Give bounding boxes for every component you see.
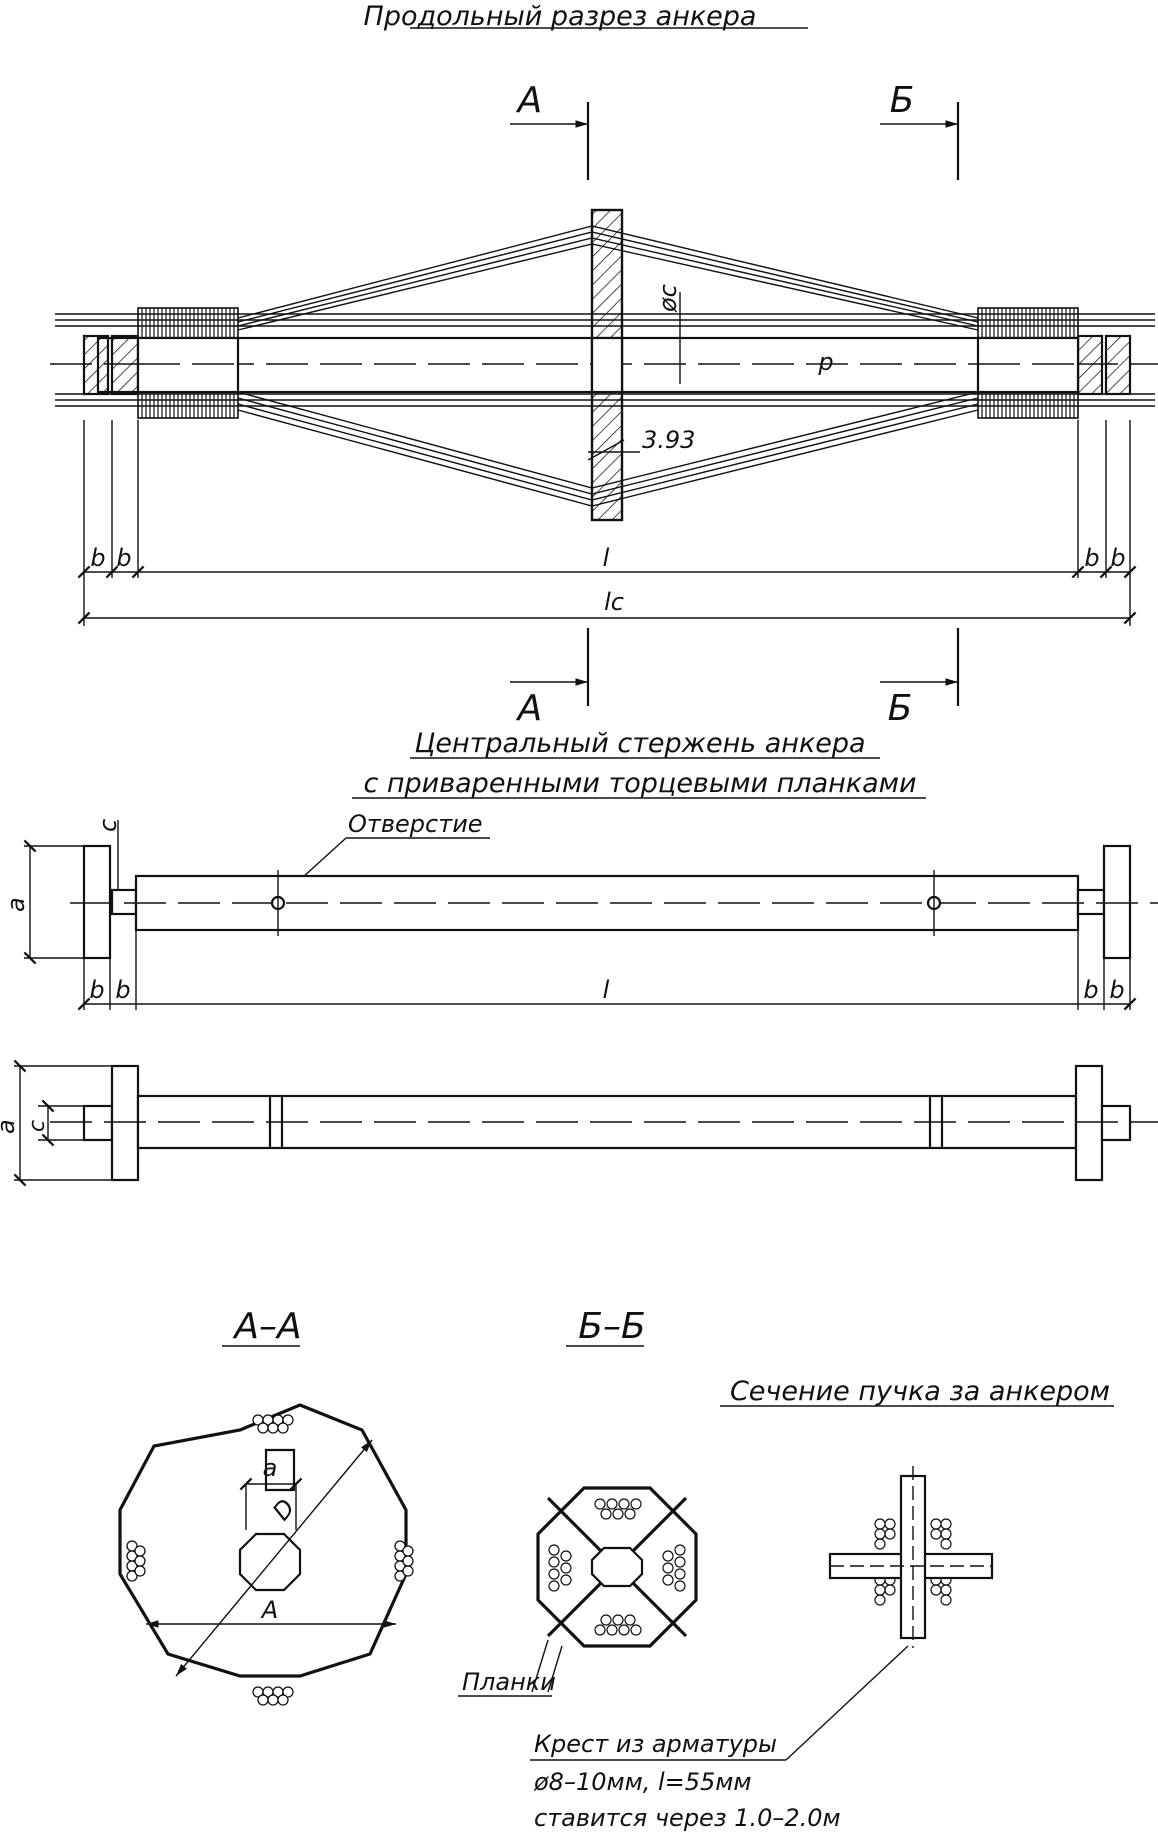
dim-b-2: b: [116, 544, 131, 572]
cross-callout-1: Крест из арматуры: [534, 1730, 777, 1758]
section-bb-outline: [536, 1486, 698, 1648]
rod-side-right-plate: [1074, 1064, 1104, 1182]
rod-side-left-plate: [110, 1064, 140, 1182]
svg-text:Б: Б: [888, 688, 913, 729]
dim-b-1: b: [90, 544, 105, 572]
rod-right-plate: [1102, 844, 1132, 960]
section-marker-b-top: Б: [880, 80, 960, 180]
section-bb-rod: [590, 1546, 644, 1588]
dim-b-rod-2: b: [115, 976, 130, 1004]
section-bb-title: Б–Б: [578, 1306, 645, 1347]
central-rod-view: Центральный стержень анкера с приваренны…: [0, 728, 1158, 1187]
dim-b-4: b: [1110, 544, 1125, 572]
hole-callout: Отверстие: [348, 810, 483, 838]
right-end-plate-outer: [1104, 334, 1132, 396]
longitudinal-section: Продольный разрез анкера А Б: [50, 1, 1158, 729]
cross-callout-2: ø8–10мм, l=55мм: [533, 1768, 752, 1796]
dim-p: p: [817, 348, 833, 376]
bundle-section-title: Сечение пучка за анкером: [730, 1376, 1110, 1407]
section-aa: А–А a D A: [118, 1306, 414, 1706]
dim-A: A: [260, 1596, 278, 1624]
section-marker-a-top: А: [510, 80, 590, 180]
rod-left-plate: [82, 844, 112, 960]
dim-angle: 3.93: [642, 426, 695, 454]
dim-c-rod: c: [94, 819, 122, 832]
right-end-plate-inner: [1076, 334, 1104, 396]
central-rod-title-1: Центральный стержень анкера: [414, 728, 865, 759]
dim-lc: lc: [604, 588, 624, 616]
dim-l-rod: l: [603, 976, 610, 1004]
dim-l: l: [603, 544, 610, 572]
section-marker-a-bottom: А: [510, 628, 590, 729]
left-end-plate-outer: [82, 334, 110, 396]
cross-callout-3: ставится через 1.0–2.0м: [534, 1804, 841, 1832]
plates-callout: Планки: [462, 1668, 556, 1696]
longitudinal-section-title: Продольный разрез анкера: [364, 1, 757, 32]
section-marker-b-bottom: Б: [880, 628, 960, 729]
central-rod-title-2: с приваренными торцевыми планками: [363, 768, 916, 799]
section-aa-outline: [118, 1403, 408, 1678]
svg-text:А: А: [516, 688, 543, 729]
dim-a-aa: a: [263, 1454, 278, 1482]
dim-c-diameter: øc: [654, 284, 682, 313]
dim-b-rod-3: b: [1083, 976, 1098, 1004]
dim-b-rod-4: b: [1109, 976, 1124, 1004]
dim-b-rod-1: b: [89, 976, 104, 1004]
section-bb: Б–Б Планки: [458, 1306, 698, 1697]
dim-b-3: b: [1084, 544, 1099, 572]
central-rod: [96, 336, 1080, 394]
left-end-plate-inner: [110, 334, 140, 396]
svg-text:А: А: [516, 80, 543, 121]
svg-text:Б: Б: [890, 80, 915, 121]
section-aa-title: А–А: [232, 1306, 301, 1347]
dim-a-rod: a: [2, 897, 30, 912]
dim-c-side: c: [25, 1120, 50, 1132]
bundle-section: Сечение пучка за анкером Крест из армату…: [530, 1376, 1114, 1832]
dim-a-side: a: [0, 1119, 20, 1134]
